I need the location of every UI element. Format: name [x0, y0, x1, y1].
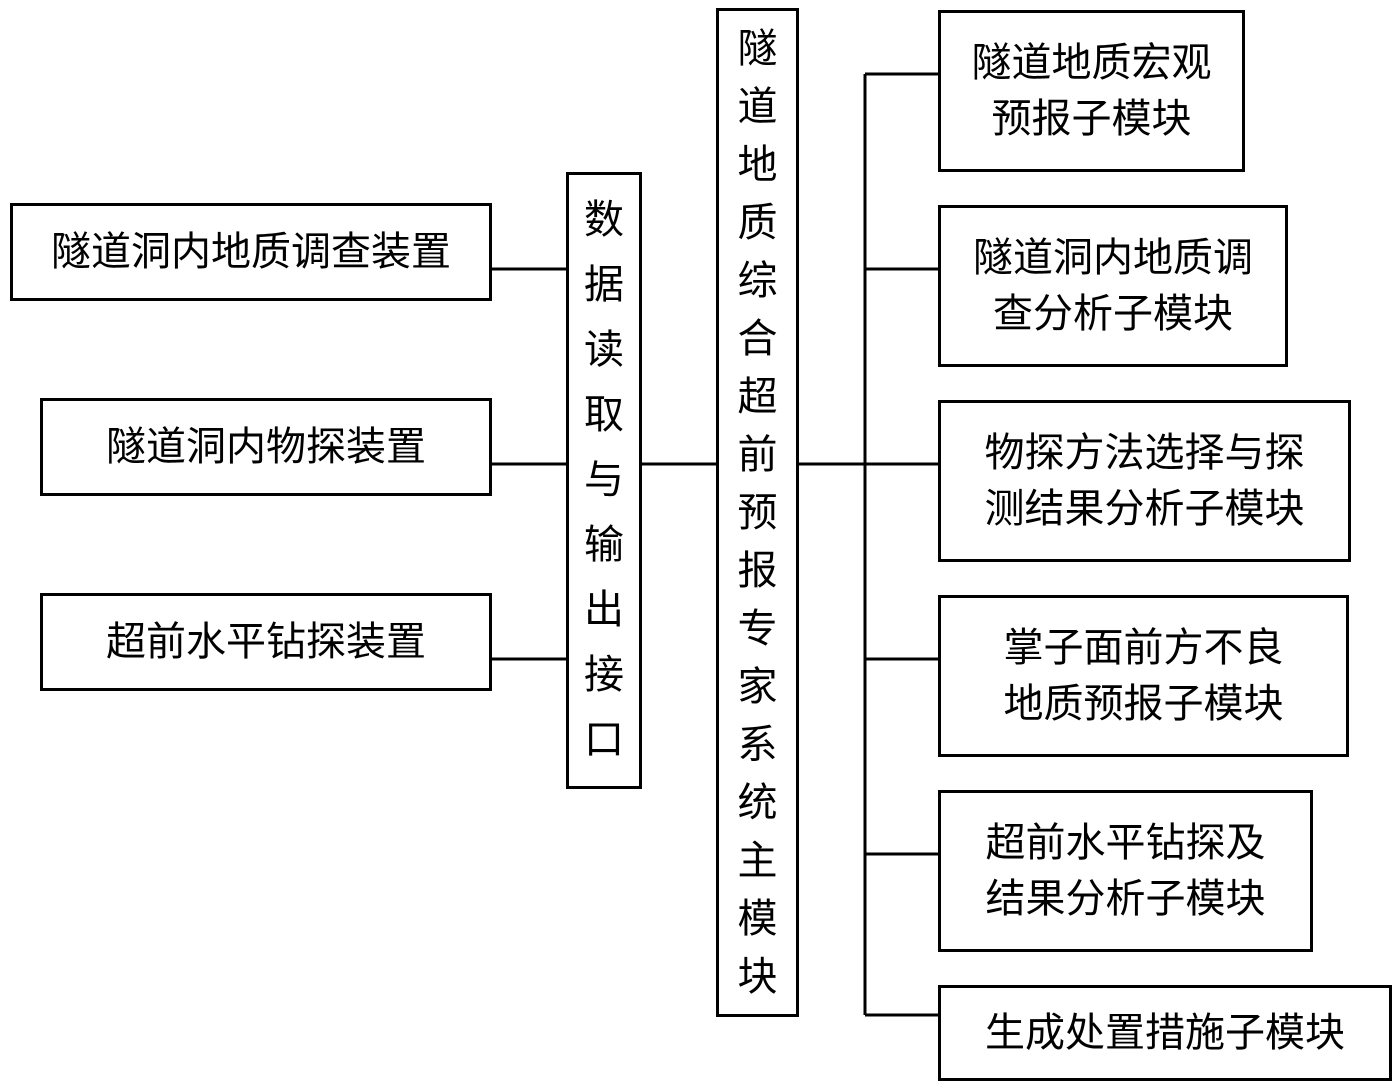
sub-module-box-macro-forecast: 隧道地质宏观 预报子模块	[938, 10, 1245, 172]
vertical-char: 统	[738, 774, 778, 832]
sub-module-line: 测结果分析子模块	[985, 481, 1305, 537]
vertical-char: 超	[738, 368, 778, 426]
vertical-char: 地	[738, 136, 778, 194]
device-box-geophysical: 隧道洞内物探装置	[40, 398, 492, 496]
sub-module-box-treatment-measures: 生成处置措施子模块	[938, 985, 1392, 1081]
sub-module-line: 预报子模块	[992, 91, 1192, 147]
device-label: 隧道洞内物探装置	[106, 419, 426, 475]
vertical-char: 口	[584, 708, 624, 773]
vertical-char: 专	[738, 600, 778, 658]
sub-module-box-geophysical-analysis: 物探方法选择与探 测结果分析子模块	[938, 400, 1351, 562]
vertical-char: 读	[584, 318, 624, 383]
main-module-box: 隧道地质综合超前预报专家系统主模块	[716, 8, 799, 1017]
vertical-char: 预	[738, 484, 778, 542]
interface-label: 数据读取与输出接口	[584, 188, 624, 773]
device-box-horizontal-drilling: 超前水平钻探装置	[40, 593, 492, 691]
sub-module-line: 查分析子模块	[993, 286, 1233, 342]
sub-module-line: 隧道洞内地质调	[973, 230, 1253, 286]
vertical-char: 据	[584, 253, 624, 318]
vertical-char: 前	[738, 426, 778, 484]
vertical-char: 质	[738, 194, 778, 252]
device-label: 超前水平钻探装置	[106, 614, 426, 670]
sub-module-box-drilling-analysis: 超前水平钻探及 结果分析子模块	[938, 790, 1313, 952]
vertical-char: 综	[738, 252, 778, 310]
vertical-char: 取	[584, 383, 624, 448]
vertical-char: 报	[738, 542, 778, 600]
main-module-label: 隧道地质综合超前预报专家系统主模块	[738, 20, 778, 1006]
vertical-char: 输	[584, 513, 624, 578]
sub-module-line: 物探方法选择与探	[985, 425, 1305, 481]
sub-module-line: 隧道地质宏观	[972, 35, 1212, 91]
device-box-geology-survey: 隧道洞内地质调查装置	[10, 203, 492, 301]
sub-module-line: 地质预报子模块	[1004, 676, 1284, 732]
vertical-char: 合	[738, 310, 778, 368]
vertical-char: 主	[738, 832, 778, 890]
sub-module-line: 超前水平钻探及	[986, 815, 1266, 871]
sub-module-box-survey-analysis: 隧道洞内地质调 查分析子模块	[938, 205, 1288, 367]
data-interface-box: 数据读取与输出接口	[566, 172, 642, 789]
vertical-char: 出	[584, 578, 624, 643]
device-label: 隧道洞内地质调查装置	[51, 224, 451, 280]
sub-module-line: 结果分析子模块	[986, 871, 1266, 927]
vertical-char: 隧	[738, 20, 778, 78]
sub-module-box-adverse-geology: 掌子面前方不良 地质预报子模块	[938, 595, 1349, 757]
vertical-char: 家	[738, 658, 778, 716]
vertical-char: 与	[584, 448, 624, 513]
vertical-char: 系	[738, 716, 778, 774]
sub-module-line: 生成处置措施子模块	[985, 1005, 1345, 1061]
vertical-char: 数	[584, 188, 624, 253]
vertical-char: 道	[738, 78, 778, 136]
vertical-char: 接	[584, 643, 624, 708]
vertical-char: 块	[738, 948, 778, 1006]
vertical-char: 模	[738, 890, 778, 948]
sub-module-line: 掌子面前方不良	[1004, 620, 1284, 676]
